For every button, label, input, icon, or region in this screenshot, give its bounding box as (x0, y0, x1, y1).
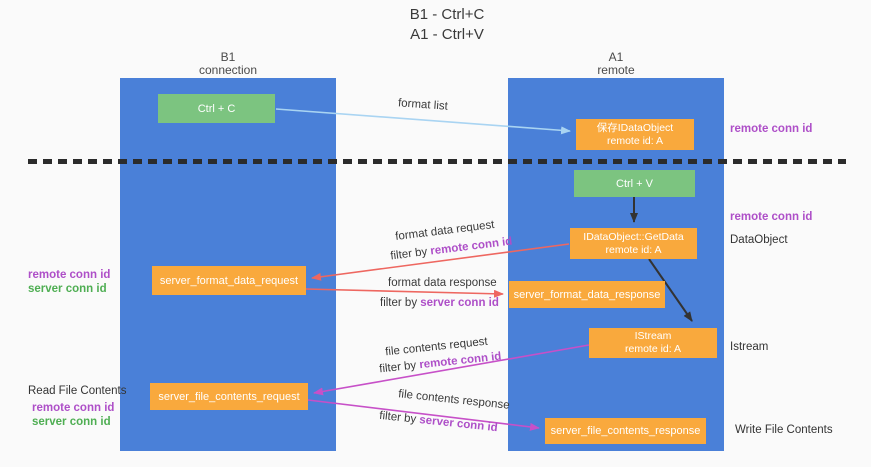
node-server-format-data-response-label: server_format_data_response (513, 288, 661, 301)
filter-prefix: filter by (378, 409, 420, 426)
filter-prefix: filter by (380, 297, 421, 309)
filter-keyword-remote-conn-id: remote conn id (418, 350, 502, 372)
label-read-file-contents: Read File Contents (28, 385, 127, 397)
filter-keyword-server-conn-id: server conn id (418, 414, 499, 435)
node-istream-line2: remote id: A (624, 343, 682, 355)
filter-keyword-server-conn-id: server conn id (420, 297, 499, 309)
node-idataobject-getdata: IDataObject::GetData remote id: A (570, 228, 697, 259)
label-remote-conn-id-right-1: remote conn id (730, 123, 813, 135)
phase-separator-dashed-line (28, 159, 846, 164)
node-server-format-data-request-label: server_format_data_request (159, 274, 299, 287)
title-line-2: A1 - Ctrl+V (410, 26, 484, 43)
lane-header-b1: B1 connection (148, 51, 308, 77)
node-istream: IStream remote id: A (589, 328, 717, 358)
node-save-idataobject-line2: remote id: A (606, 134, 664, 147)
diagram-title: B1 - Ctrl+C A1 - Ctrl+V (297, 5, 597, 45)
node-ctrl-c: Ctrl + C (158, 94, 275, 123)
node-server-file-contents-response: server_file_contents_response (545, 418, 706, 444)
filter-prefix: filter by (389, 245, 432, 263)
label-server-conn-id-left-2: server conn id (32, 416, 111, 428)
filter-prefix: filter by (378, 359, 421, 376)
label-filter-by-server-conn-id-2: filter by server conn id (379, 410, 498, 434)
label-filter-by-server-conn-id-1: filter by server conn id (380, 297, 499, 309)
label-dataobject: DataObject (730, 234, 788, 246)
lane-a1-role: remote (597, 63, 635, 77)
lane-b1-name: B1 (220, 50, 236, 64)
node-istream-line1: IStream (634, 330, 672, 342)
node-server-file-contents-request: server_file_contents_request (150, 383, 308, 410)
node-save-idataobject-line1: 保存IDataObject (596, 121, 674, 134)
node-server-file-contents-response-label: server_file_contents_response (550, 425, 701, 437)
label-format-data-response: format data response (388, 277, 497, 289)
label-remote-conn-id-left-1: remote conn id (28, 269, 111, 281)
lane-header-a1: A1 remote (536, 51, 696, 77)
node-server-format-data-response: server_format_data_response (509, 281, 665, 308)
node-ctrl-v: Ctrl + V (574, 170, 695, 197)
filter-keyword-remote-conn-id: remote conn id (429, 235, 513, 258)
label-format-list: format list (397, 97, 449, 113)
node-server-format-data-request: server_format_data_request (152, 266, 306, 295)
node-idataobject-getdata-line1: IDataObject::GetData (583, 230, 684, 243)
node-idataobject-getdata-line2: remote id: A (605, 243, 662, 256)
label-server-conn-id-left-1: server conn id (28, 283, 107, 295)
node-ctrl-c-label: Ctrl + C (197, 102, 236, 115)
title-line-1: B1 - Ctrl+C (409, 6, 485, 23)
label-istream: Istream (730, 341, 769, 353)
node-ctrl-v-label: Ctrl + V (616, 177, 653, 190)
lane-b1-role: connection (198, 63, 258, 77)
label-remote-conn-id-right-2: remote conn id (730, 211, 813, 223)
node-save-idataobject: 保存IDataObject remote id: A (576, 119, 694, 150)
label-remote-conn-id-left-2: remote conn id (32, 402, 115, 414)
node-server-file-contents-request-label: server_file_contents_request (158, 390, 300, 403)
lane-a1-name: A1 (608, 50, 624, 64)
label-write-file-contents: Write File Contents (735, 424, 833, 436)
label-file-contents-response: file contents response (397, 388, 511, 412)
